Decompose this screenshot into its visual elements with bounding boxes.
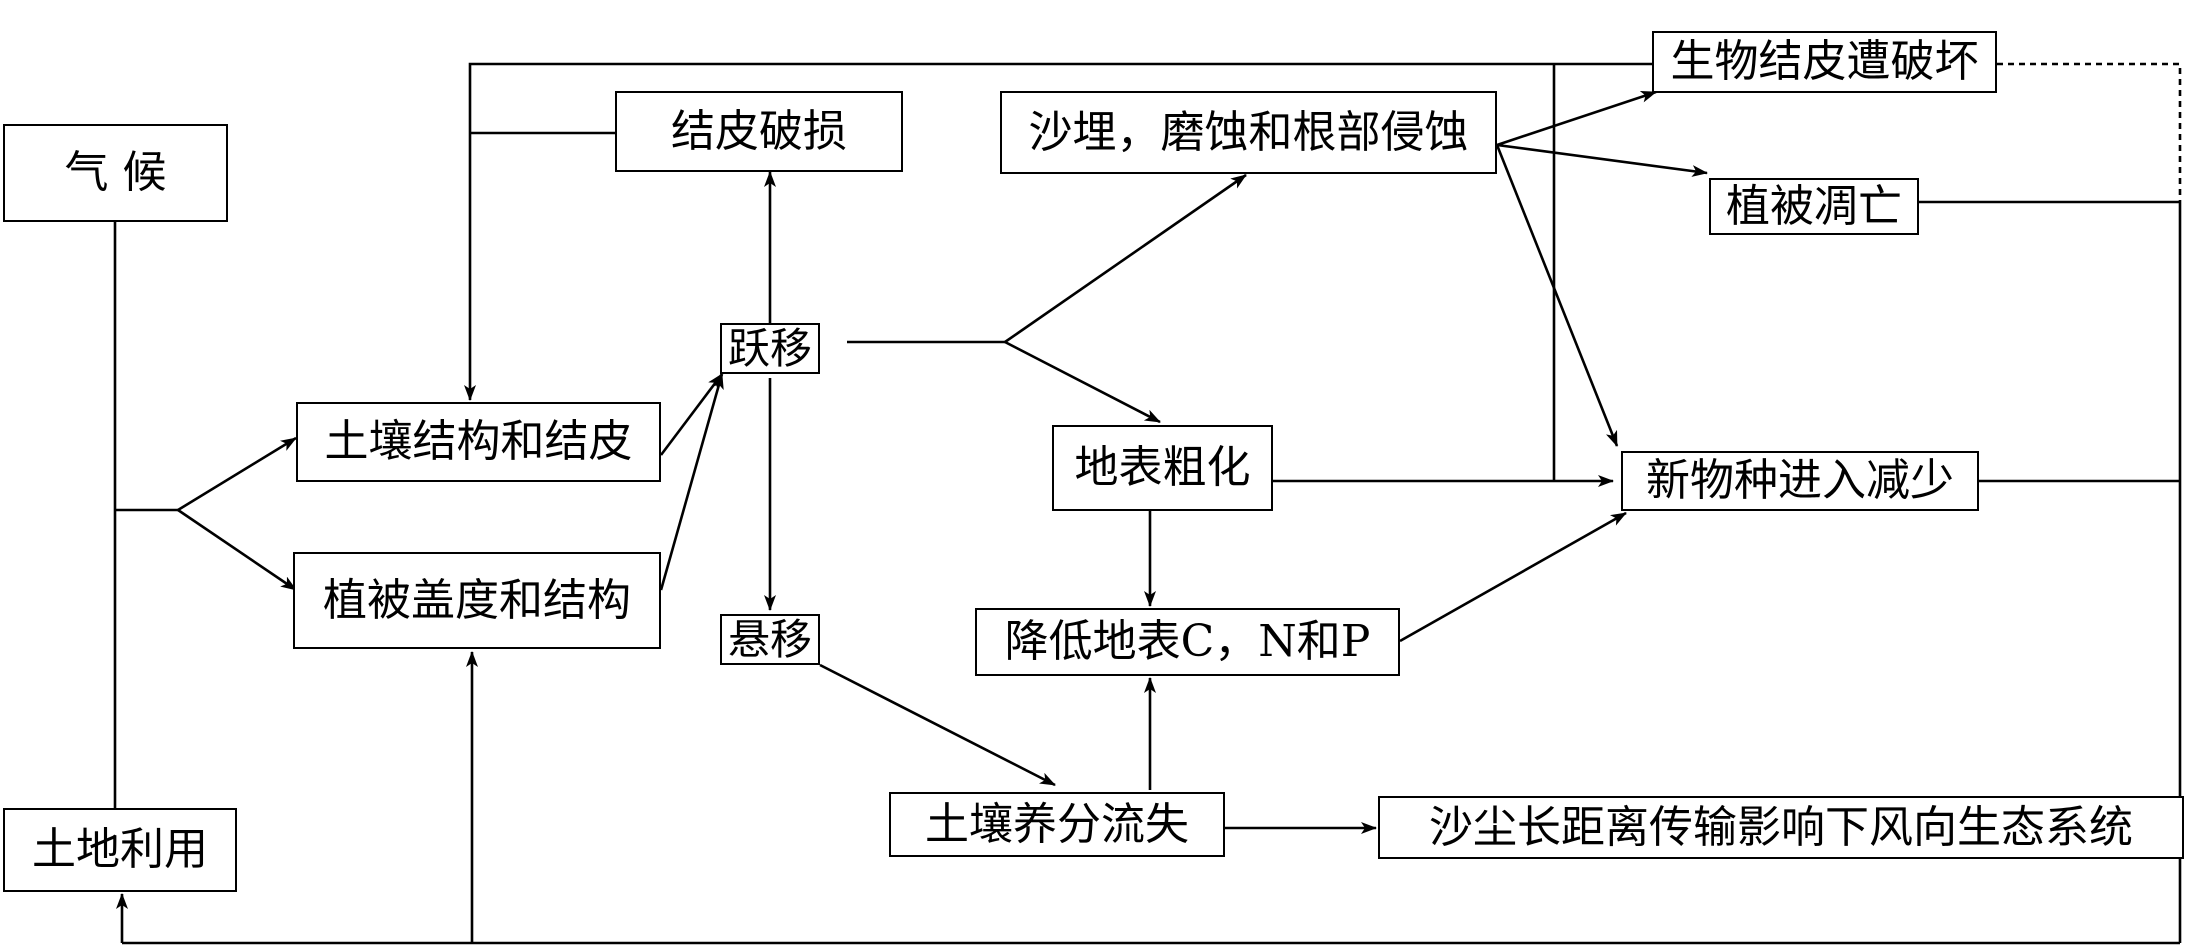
node-surface-coarsening-label: 地表粗化 — [1074, 442, 1251, 493]
node-nutrient-loss: 土壤养分流失 — [889, 792, 1225, 857]
node-reduce-cnp: 降低地表C，N和P — [975, 608, 1400, 676]
arrow-burial-to-new-species — [1495, 144, 1619, 447]
arrow-to-surface-coarsening — [1004, 340, 1161, 424]
arrow-to-biocrust-destroyed — [1496, 90, 1657, 147]
node-new-species-decrease-label: 新物种进入减少 — [1646, 455, 1954, 506]
feedback-top-line — [464, 62, 1652, 401]
node-climate: 气 候 — [3, 124, 228, 222]
arrow-to-soil-structure — [177, 436, 297, 512]
node-burial-abrasion: 沙埋，磨蚀和根部侵蚀 — [1000, 91, 1497, 174]
node-climate-label: 气 候 — [64, 147, 167, 198]
arrow-to-vegetation-dieoff — [1496, 143, 1708, 177]
dashed-biocrust-feedback — [1997, 62, 2182, 202]
arrow-suspension-to-nutrient-loss — [819, 663, 1056, 787]
node-biocrust-destroyed-label: 生物结皮遭破坏 — [1670, 36, 1979, 87]
node-saltation: 跃移 — [720, 323, 820, 374]
node-crust-damage: 结皮破损 — [615, 91, 903, 172]
node-soil-structure-crust-label: 土壤结构和结皮 — [324, 416, 633, 467]
node-soil-structure-crust: 土壤结构和结皮 — [296, 402, 661, 482]
arrow-cnp-to-new-species — [1399, 511, 1627, 643]
node-biocrust-destroyed: 生物结皮遭破坏 — [1652, 31, 1997, 93]
node-vegetation-cover-label: 植被盖度和结构 — [323, 574, 631, 626]
node-saltation-label: 跃移 — [727, 323, 812, 373]
node-surface-coarsening: 地表粗化 — [1052, 425, 1273, 511]
arrow-to-vegetation — [177, 508, 297, 592]
node-crust-damage-label: 结皮破损 — [671, 105, 847, 157]
node-reduce-cnp-label: 降低地表C，N和P — [1004, 616, 1371, 667]
arrow-to-burial-abrasion — [1004, 173, 1247, 344]
node-new-species-decrease: 新物种进入减少 — [1621, 451, 1979, 511]
node-vegetation-dieoff-label: 植被凋亡 — [1726, 180, 1902, 232]
node-vegetation-dieoff: 植被凋亡 — [1709, 178, 1919, 235]
node-dust-transport-label: 沙尘长距离传输影响下风向生态系统 — [1429, 801, 2133, 853]
node-nutrient-loss-label: 土壤养分流失 — [925, 798, 1189, 850]
node-suspension-label: 悬移 — [727, 614, 812, 664]
node-land-use: 土地利用 — [3, 808, 237, 892]
node-land-use-label: 土地利用 — [32, 824, 208, 875]
arrow-soil-to-saltation — [659, 373, 724, 456]
arrow-veg-to-saltation — [659, 373, 724, 591]
node-suspension: 悬移 — [720, 614, 820, 665]
node-dust-transport: 沙尘长距离传输影响下风向生态系统 — [1378, 796, 2184, 859]
node-burial-abrasion-label: 沙埋，磨蚀和根部侵蚀 — [1028, 106, 1469, 158]
node-vegetation-cover: 植被盖度和结构 — [293, 552, 661, 649]
